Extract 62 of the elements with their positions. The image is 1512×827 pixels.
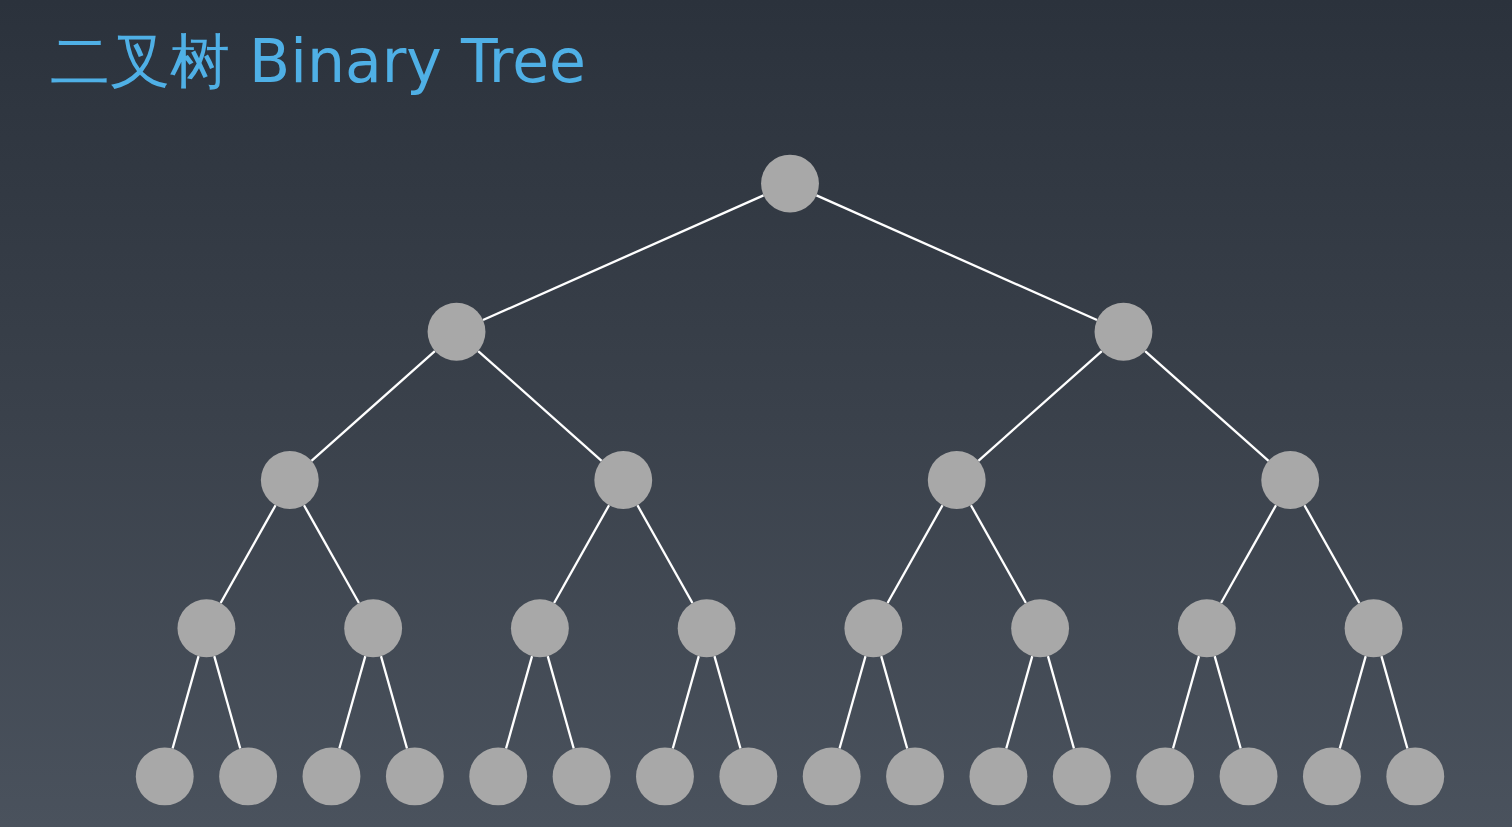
tree-node-circle	[1094, 302, 1153, 361]
connector-line	[213, 655, 242, 749]
connector-line	[553, 504, 611, 604]
tree-node-circle	[469, 747, 528, 806]
tree-node-circle	[177, 599, 236, 658]
tree-node-circle	[1011, 599, 1070, 658]
connector-line	[816, 194, 1098, 322]
connector-line	[636, 504, 694, 604]
tree-node-circle	[1344, 599, 1403, 658]
connector-line	[477, 350, 603, 462]
connector-line	[1213, 655, 1242, 749]
tree-node-circle	[302, 747, 361, 806]
tree-node-circle	[385, 747, 444, 806]
connector-line	[1303, 504, 1361, 604]
tree-node-circle	[761, 154, 819, 213]
tree-node-circle	[1219, 747, 1278, 806]
connector-line	[838, 655, 867, 749]
tree-node-circle	[1261, 451, 1320, 509]
connector-line	[1171, 655, 1201, 749]
tree-node-circle	[219, 747, 278, 806]
tree-node-circle	[677, 599, 736, 658]
connector-line	[671, 655, 700, 749]
connector-line	[977, 350, 1103, 462]
tree-node-circle	[1177, 599, 1236, 658]
tree-node-circle	[552, 747, 611, 806]
connector-line	[302, 504, 360, 604]
tree-node-circle	[260, 451, 319, 509]
connector-line	[1380, 655, 1409, 749]
connector-line	[1144, 350, 1270, 462]
connector-line	[546, 655, 575, 749]
tree-node-circle	[510, 599, 569, 658]
tree-node-circle	[1386, 747, 1445, 806]
tree-node-circle	[969, 747, 1028, 806]
connector-line	[1046, 655, 1076, 749]
tree-node-circle	[636, 747, 694, 806]
tree-node-circle	[135, 747, 194, 806]
connector-line	[1220, 504, 1278, 604]
tree-node-circle	[886, 747, 944, 806]
tree-node-circle	[844, 599, 903, 658]
connector-line	[969, 504, 1027, 604]
tree-node-circle	[719, 747, 778, 806]
connector-line	[338, 655, 367, 749]
connector-line	[886, 504, 944, 604]
tree-node-circle	[927, 451, 986, 509]
tree-node-circle	[1052, 747, 1111, 806]
tree-node-circle	[1302, 747, 1361, 806]
tree-node-circle	[802, 747, 861, 806]
tree-node-circle	[1136, 747, 1195, 806]
connector-line	[1338, 655, 1367, 749]
connector-line	[219, 504, 277, 604]
connector-line	[504, 655, 534, 749]
connector-line	[171, 655, 200, 749]
tree-node-circle	[594, 451, 653, 509]
connector-line	[482, 194, 764, 322]
tree-node-circle	[427, 302, 486, 361]
connector-line	[379, 655, 409, 749]
connector-line	[880, 655, 909, 749]
connector-line	[310, 350, 436, 462]
title: 二叉树 Binary Tree	[50, 28, 586, 94]
connector-line	[1005, 655, 1034, 749]
tree-node-circle	[344, 599, 403, 658]
connector-line	[713, 655, 742, 749]
